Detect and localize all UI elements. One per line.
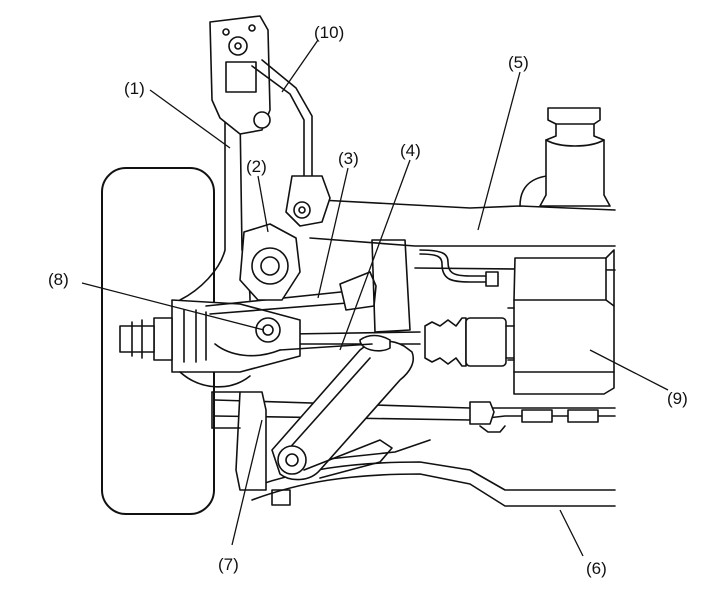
callout-4: (4): [400, 141, 421, 160]
differential-housing: [507, 249, 615, 395]
callout-6: (6): [586, 559, 607, 578]
callout-2: (2): [246, 157, 267, 176]
drive-shaft: [289, 317, 515, 367]
callout-labels: (1) (2) (3) (4) (5) (6) (7) (8) (9) (10): [48, 23, 688, 578]
callout-1: (1): [124, 79, 145, 98]
callout-8: (8): [48, 270, 69, 289]
brake-pipe: [419, 249, 499, 287]
leader-lines: [81, 39, 669, 557]
callout-5: (5): [508, 53, 529, 72]
callout-9: (9): [667, 389, 688, 408]
lower-strut: [211, 391, 267, 491]
callout-3: (3): [338, 149, 359, 168]
upper-arm: [179, 109, 301, 301]
callout-7: (7): [218, 555, 239, 574]
callout-10: (10): [314, 23, 344, 42]
lower-control-arm: [271, 334, 415, 506]
top-bracket: [209, 15, 331, 227]
strut-top: [539, 107, 611, 207]
knuckle-hub: [119, 299, 301, 388]
lower-link-bar: [214, 399, 616, 433]
